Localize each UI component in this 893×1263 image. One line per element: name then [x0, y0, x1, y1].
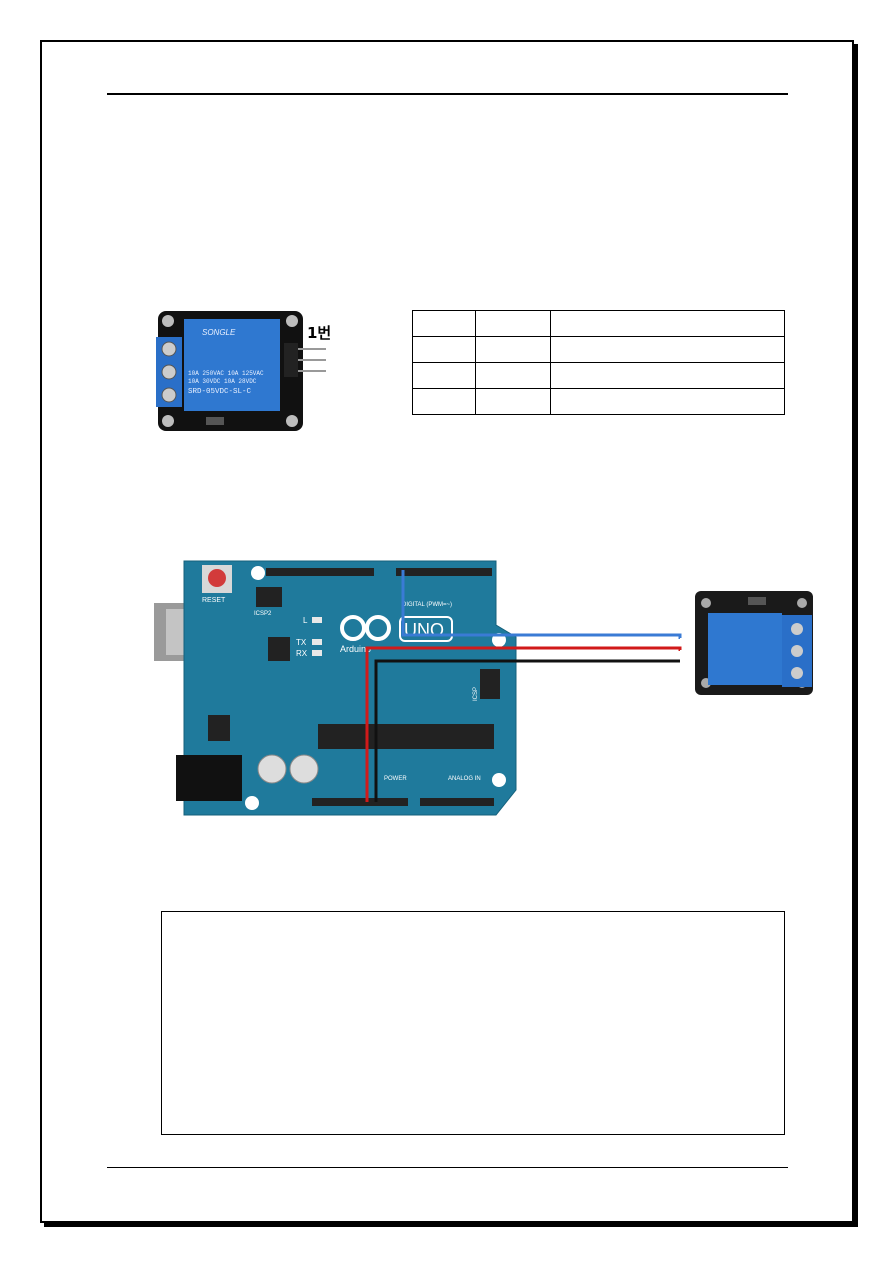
relay-spec-line-2: 10A 30VDC 10A 28VDC [188, 378, 257, 385]
power-jack [176, 755, 242, 801]
icsp2-label: ICSP2 [254, 611, 272, 617]
power-label: POWER [384, 776, 407, 782]
relay-module-image: SONGLE 10A 250VAC 10A 125VAC 10A 30VDC 1… [156, 311, 326, 431]
arduino-board [183, 560, 517, 816]
table-cell [550, 310, 785, 337]
table-cell [475, 310, 551, 337]
table-cell [475, 362, 551, 389]
wiring-diagram: RESET ICSP2 L TX RX Arduino UNO DIGITAL … [154, 560, 813, 816]
table-row [412, 388, 785, 415]
table-cell [475, 388, 551, 415]
page-frame [40, 40, 854, 1223]
table-row [412, 362, 785, 389]
led-l-label: L [303, 616, 308, 625]
arduino-logo-text: Arduino [340, 644, 371, 654]
table-row [412, 310, 785, 337]
relay-brand-text: SONGLE [202, 328, 236, 337]
led-rx-label: RX [296, 649, 308, 658]
main-chip [318, 724, 494, 749]
pin-1-label: 1번 [307, 324, 332, 342]
analog-label: ANALOG IN [448, 776, 481, 782]
icsp-label: ICSP [473, 687, 479, 701]
uno-text: UNO [404, 620, 444, 640]
table-cell [550, 388, 785, 415]
table-cell [550, 336, 785, 363]
footer-rule [107, 1167, 788, 1168]
table-cell [412, 310, 476, 337]
header-rule [107, 93, 788, 95]
code-box [161, 911, 785, 1135]
pin-table [412, 310, 785, 415]
table-cell [412, 336, 476, 363]
signal-wire [401, 570, 682, 639]
gnd-wire [374, 659, 680, 802]
reset-button[interactable] [208, 569, 226, 587]
table-cell [412, 362, 476, 389]
table-cell [550, 362, 785, 389]
table-cell [475, 336, 551, 363]
table-cell [412, 388, 476, 415]
led-tx-label: TX [296, 638, 307, 647]
digital-label: DIGITAL (PWM=~) [402, 602, 452, 608]
relay-model-text: SRD-05VDC-SL-C [188, 388, 252, 396]
vcc-wire [365, 646, 682, 802]
reset-label: RESET [202, 597, 226, 604]
relay-spec-line-1: 10A 250VAC 10A 125VAC [188, 370, 264, 377]
table-row [412, 336, 785, 363]
